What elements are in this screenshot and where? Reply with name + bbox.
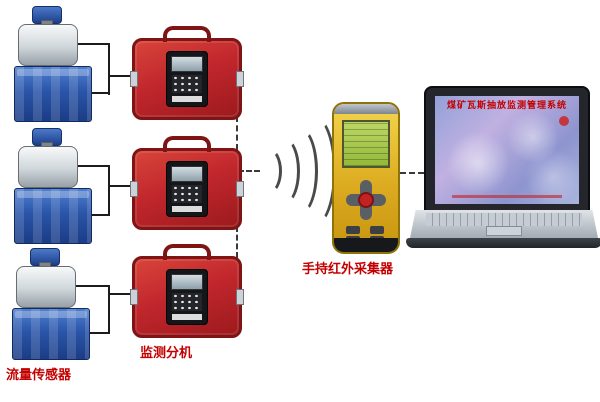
handheld-dpad [346,180,386,220]
laptop-screen: 煤矿瓦斯抽放监测管理系统 [424,86,590,214]
handheld-top-cap [334,104,398,114]
monitor-box-1 [130,26,244,120]
laptop-keyboard [426,213,582,226]
monitor-box-3 [130,244,244,338]
box-display [171,56,203,72]
flowmeter-body [18,146,78,188]
dashed-link [236,116,238,150]
box-keypad [172,293,202,311]
box-display [171,274,203,290]
red-seal-icon [559,116,569,126]
box-label-strip [172,96,202,102]
box-clasp-right [236,71,244,87]
dashed-link [236,226,238,258]
box-control-panel [166,51,208,107]
label-monitor-unit: 监测分机 [140,345,193,360]
dashed-link [238,170,260,172]
handheld-button [346,226,360,234]
connector-line [76,43,108,45]
handheld-collector [332,102,400,254]
wireless-signal-arc-icon [292,115,336,227]
box-clasp-left [130,289,138,305]
box-clasp-right [236,181,244,197]
connector-line [88,332,108,334]
laptop-keyboard-base [410,210,598,238]
connector-line [108,43,110,95]
flowmeter-body [18,24,78,66]
box-clasp-left [130,181,138,197]
laptop-touchpad [486,226,522,236]
box-label-strip [172,314,202,320]
connector-line [108,185,134,187]
sensor-tank [14,66,92,122]
box-control-panel [166,269,208,325]
box-handle [163,244,211,260]
box-clasp-right [236,289,244,305]
box-control-panel [166,161,208,217]
laptop-screen-text-bar [452,195,562,198]
sensor-tank [12,308,90,360]
box-clasp-left [130,71,138,87]
dpad-center-button [358,192,374,208]
handheld-lcd [342,120,390,168]
laptop-display: 煤矿瓦斯抽放监测管理系统 [435,96,579,204]
connector-line [74,285,108,287]
box-keypad [172,185,202,203]
laptop-screen-title: 煤矿瓦斯抽放监测管理系统 [446,100,567,110]
box-handle [163,136,211,152]
label-handheld-collector: 手持红外采集器 [302,261,394,276]
connector-line [90,214,108,216]
connector-line [108,285,110,334]
handheld-base [334,238,398,252]
monitor-box-2 [130,136,244,230]
connector-line [90,92,108,94]
box-keypad [172,75,202,93]
connector-line [108,165,110,216]
box-handle [163,26,211,42]
handheld-button [370,226,384,234]
flowmeter-body [16,266,76,308]
sensor-tank [14,188,92,244]
laptop-bottom-edge [406,238,600,248]
connector-line [76,165,108,167]
box-label-strip [172,206,202,212]
label-flow-sensor: 流量传感器 [6,367,72,382]
box-display [171,166,203,182]
connector-line [108,75,134,77]
connector-line [108,293,134,295]
dashed-link [400,172,424,174]
